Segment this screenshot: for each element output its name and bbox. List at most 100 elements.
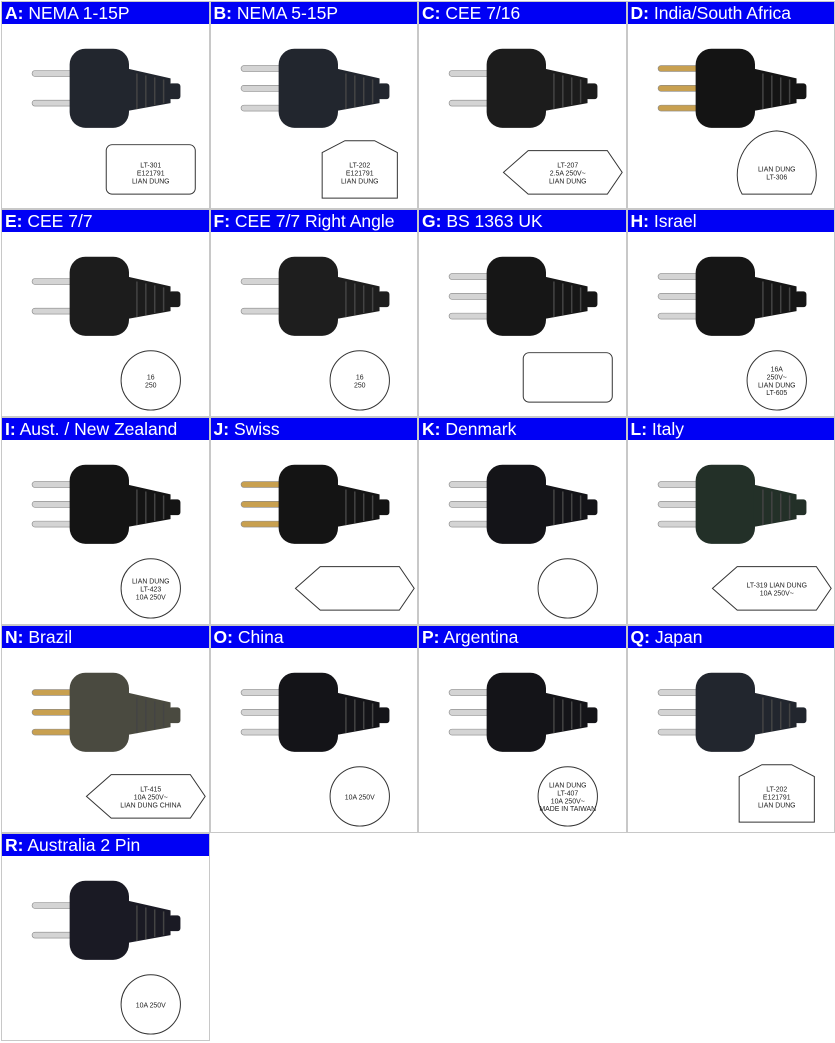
plug-pin: [657, 65, 700, 72]
plug-pin: [448, 293, 491, 300]
plug-marking-text: LT-319 LIAN DUNG: [746, 582, 807, 589]
plug-letter: H:: [630, 211, 649, 231]
plug-pin: [31, 902, 74, 909]
plug-pin: [657, 709, 700, 716]
plug-pin: [31, 520, 74, 528]
plug-cord-strain-relief: [127, 692, 171, 736]
plug-body: [69, 464, 129, 544]
plug-photo: [657, 48, 806, 128]
plug-name: Argentina: [443, 627, 519, 647]
plug-header: C: CEE 7/16: [419, 2, 626, 24]
plug-photo: [657, 256, 806, 336]
plug-pin: [657, 728, 700, 736]
plug-cord-strain-relief: [335, 692, 380, 736]
plug-cell: J: Swiss: [209, 417, 418, 625]
plug-name: Brazil: [28, 627, 73, 647]
plug-cord-strain-relief: [127, 68, 171, 112]
plug-header: A: NEMA 1-15P: [2, 2, 209, 24]
plug-marking-text: 10A 250V: [344, 794, 374, 801]
plug-pin: [448, 709, 491, 716]
plug-photo: [240, 256, 389, 336]
plug-body: [486, 464, 546, 544]
plug-marking-text: LIAN DUNG: [132, 578, 170, 585]
plug-header: R: Australia 2 Pin: [2, 834, 209, 856]
plug-marking-text: 10A 250V~: [134, 794, 168, 801]
plug-letter: C:: [422, 3, 441, 23]
plug-cord-strain-relief: [544, 692, 588, 736]
plug-photo: [240, 672, 389, 752]
plug-face-diagram: [294, 566, 415, 611]
plug-marking-text: LIAN DUNG: [340, 178, 378, 185]
plug-header: H: Israel: [627, 210, 834, 232]
plug-body: [486, 48, 546, 128]
plug-cord-strain-relief: [335, 68, 380, 112]
plug-name: CEE 7/16: [445, 3, 521, 23]
plug-cord-strain-relief: [752, 692, 797, 736]
plug-pin: [31, 99, 74, 107]
plug-name: Italy: [651, 419, 685, 439]
plug-pin: [448, 728, 491, 736]
plug-cord-strain-relief: [127, 900, 171, 944]
plug-letter: K:: [422, 419, 441, 439]
plug-marking-text: E121791: [345, 170, 373, 177]
plug-marking-text: LT-407: [557, 790, 578, 797]
plug-marking-text: 16A: [770, 366, 783, 373]
plug-pin: [31, 70, 74, 77]
plug-header: E: CEE 7/7: [2, 210, 209, 232]
plug-image: 10A 250V: [211, 648, 418, 832]
plug-body: [69, 48, 129, 128]
plug-face-diagram: 10A 250V: [120, 974, 181, 1035]
plug-marking-text: 250V~: [766, 374, 786, 381]
plug-name: India/South Africa: [653, 3, 792, 23]
plug-marking-text: E121791: [137, 170, 165, 177]
plug-pin: [448, 273, 491, 280]
plug-pin: [240, 65, 283, 72]
plug-face-diagram: [537, 558, 598, 619]
plug-photo: [31, 48, 181, 128]
plug-marking-text: LT-301: [140, 162, 161, 169]
plug-marking-text: LIAN DUNG: [757, 166, 795, 173]
plug-pin: [31, 501, 74, 508]
plug-name: Australia 2 Pin: [27, 835, 141, 855]
plug-marking-text: 10A 250V~: [759, 590, 793, 597]
plug-pin: [31, 278, 74, 285]
plug-header: G: BS 1363 UK: [419, 210, 626, 232]
plug-name: Swiss: [233, 419, 280, 439]
plug-image: [419, 232, 626, 416]
plug-name: BS 1363 UK: [446, 211, 543, 231]
plug-marking-text: LT-423: [140, 586, 161, 593]
plug-marking-text: LT-207: [557, 162, 578, 169]
plug-body: [695, 464, 755, 544]
plug-name: Japan: [654, 627, 703, 647]
plug-letter: I:: [5, 419, 16, 439]
plug-header: Q: Japan: [627, 626, 834, 648]
plug-pin: [31, 728, 74, 736]
plug-marking-text: E121791: [762, 794, 790, 801]
plug-header: F: CEE 7/7 Right Angle: [210, 210, 417, 232]
plug-pin: [657, 520, 700, 528]
plug-header: N: Brazil: [2, 626, 209, 648]
plug-pin: [240, 501, 283, 508]
plug-photo: [657, 672, 806, 752]
plug-marking-text: LT-415: [140, 786, 161, 793]
plug-header: P: Argentina: [419, 626, 626, 648]
